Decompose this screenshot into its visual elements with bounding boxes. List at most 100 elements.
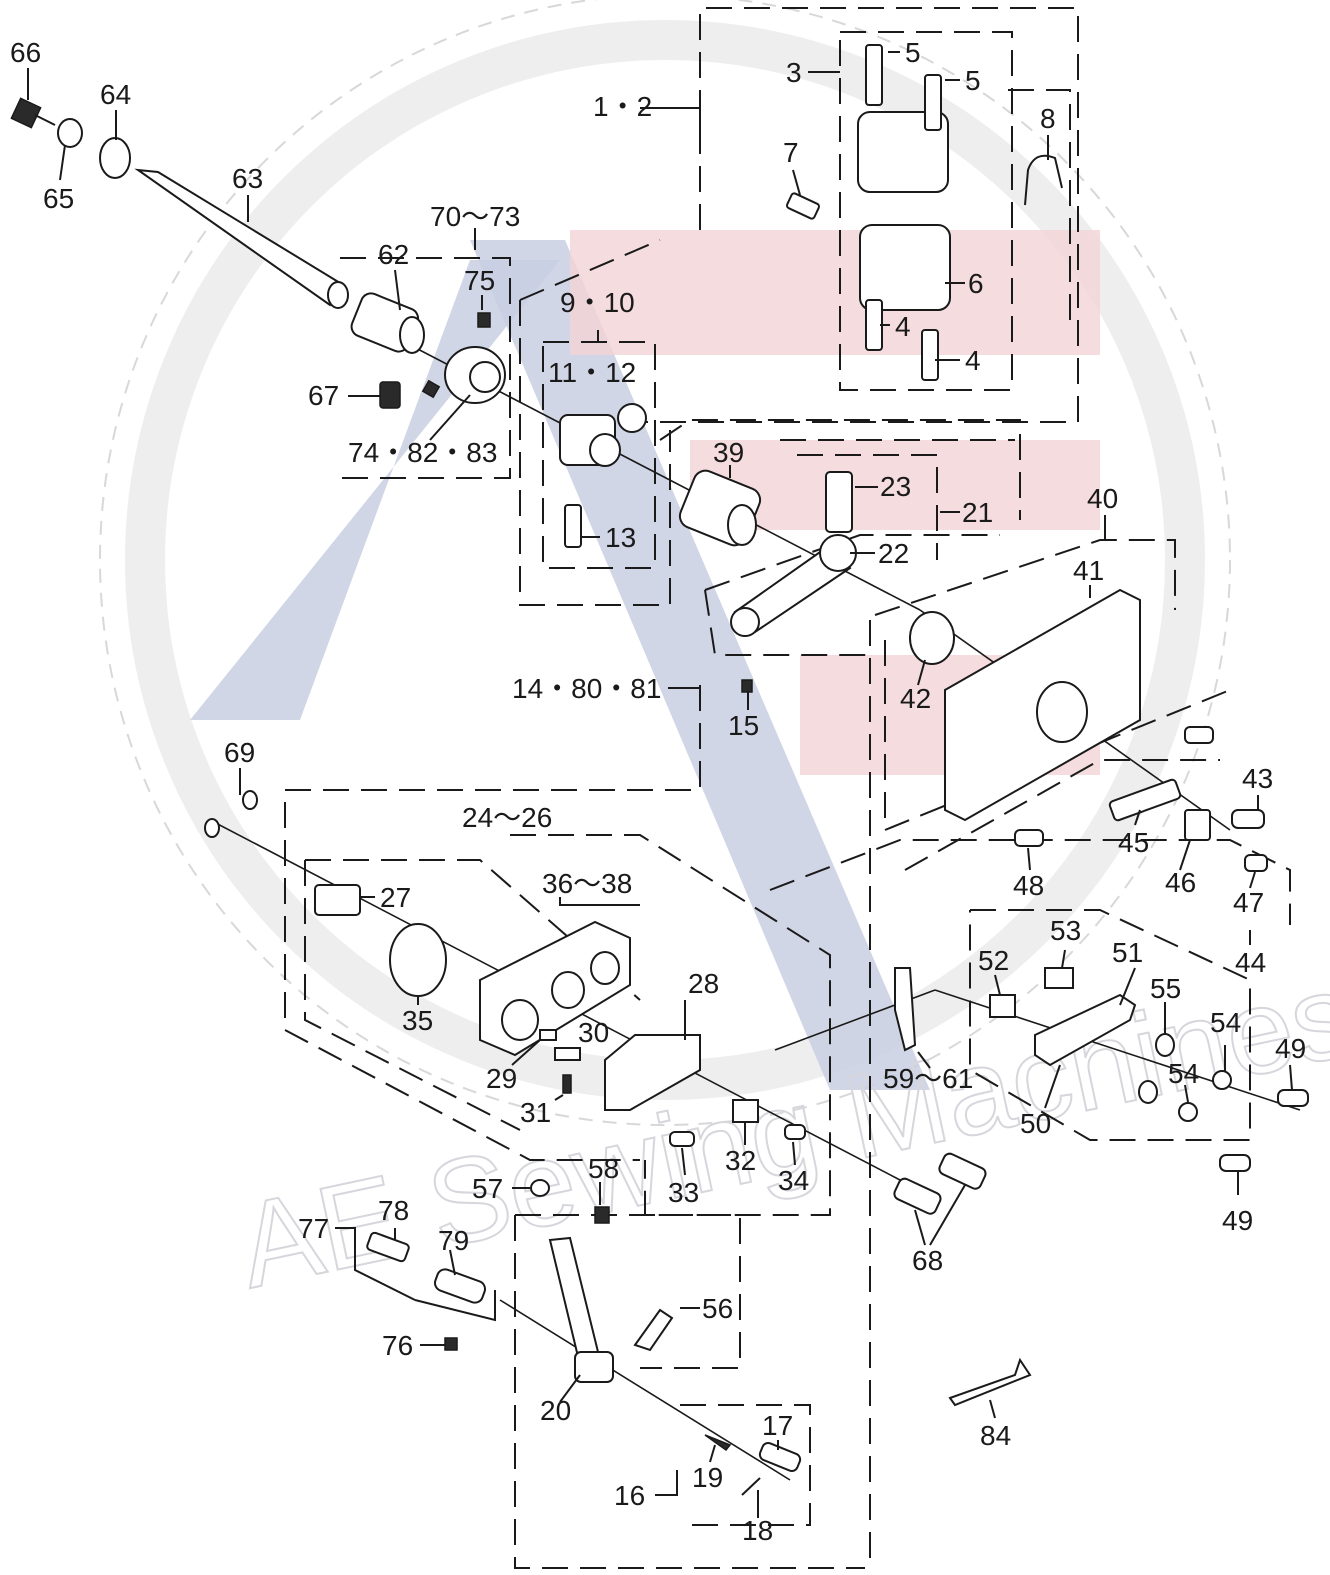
group-outlines [284, 7, 1291, 1570]
part-58-screw [594, 1206, 610, 1224]
label-67: 67 [308, 380, 339, 411]
label-5b: 5 [965, 65, 981, 96]
label-28: 28 [688, 968, 719, 999]
part-62-bushing [350, 292, 425, 354]
parts [10, 44, 1309, 1496]
part-76-screw [444, 1337, 458, 1351]
label-7: 7 [783, 137, 799, 168]
label-44: 44 [1235, 947, 1266, 978]
part-57-washer [530, 1179, 550, 1197]
part-7-screw [786, 192, 820, 220]
part-31-screw [562, 1074, 572, 1094]
part-27-block [314, 884, 361, 916]
label-66: 66 [10, 37, 41, 68]
label-34: 34 [778, 1165, 809, 1196]
part-70-collar [444, 346, 506, 404]
part-59-lever [894, 967, 917, 1052]
label-45: 45 [1118, 827, 1149, 858]
label-43: 43 [1242, 763, 1273, 794]
label-40: 40 [1087, 483, 1118, 514]
part-35-collar [389, 923, 447, 997]
label-50: 50 [1020, 1108, 1051, 1139]
label-21: 21 [962, 497, 993, 528]
label-39: 39 [713, 437, 744, 468]
label-20: 20 [540, 1395, 571, 1426]
part-53-bracket [1044, 967, 1074, 989]
label-54b: 54 [1168, 1058, 1199, 1089]
part-78-pin [366, 1231, 410, 1263]
label-23: 23 [880, 471, 911, 502]
label-30: 30 [578, 1017, 609, 1048]
label-16: 16 [614, 1480, 645, 1511]
part-29-pin [539, 1029, 557, 1041]
label-14-80-81: 14・80・81 [512, 673, 661, 704]
part-30-spring [554, 1047, 581, 1061]
part-41-plate [944, 588, 1141, 822]
part-66-bolt [10, 97, 56, 129]
label-36-38: 36〜38 [542, 868, 632, 899]
part-labels: 66 65 64 63 62 67 70〜73 75 74・82・83 9・10… [10, 37, 1306, 1546]
part-65-washer [57, 118, 83, 148]
part-54-screw [1212, 1070, 1232, 1090]
label-64: 64 [100, 79, 131, 110]
part-74-screw [421, 379, 441, 399]
part-42-washer [909, 611, 955, 665]
label-58: 58 [588, 1153, 619, 1184]
label-32: 32 [725, 1145, 756, 1176]
label-33: 33 [668, 1177, 699, 1208]
label-19: 19 [692, 1462, 723, 1493]
watermark: AE Sewing Machines [99, 0, 1330, 1315]
part-56-link [633, 1308, 674, 1352]
part-48-screw [1014, 829, 1044, 847]
label-63: 63 [232, 163, 263, 194]
part-32-clip [732, 1099, 759, 1123]
label-22: 22 [878, 538, 909, 569]
label-77: 77 [298, 1213, 329, 1244]
part-67-setscrew [379, 381, 401, 409]
label-27: 27 [380, 882, 411, 913]
label-42: 42 [900, 683, 931, 714]
label-69: 69 [224, 737, 255, 768]
label-53: 53 [1050, 915, 1081, 946]
label-59-61: 59〜61 [883, 1063, 973, 1094]
part-8-spring [1024, 154, 1063, 206]
label-4b: 4 [965, 345, 981, 376]
label-9-10: 9・10 [560, 287, 635, 318]
part-5-screw-b [924, 74, 942, 131]
label-70-73: 70〜73 [430, 201, 520, 232]
part-36-body [479, 920, 631, 1057]
label-15: 15 [728, 710, 759, 741]
label-65: 65 [43, 183, 74, 214]
part-3-clamp [857, 111, 951, 311]
part-20-lever [548, 1236, 602, 1367]
part-15-setscrew [741, 679, 753, 693]
label-24-26: 24〜26 [462, 802, 552, 833]
label-47: 47 [1233, 887, 1264, 918]
label-3: 3 [786, 57, 802, 88]
label-68: 68 [912, 1245, 943, 1276]
label-5a: 5 [905, 37, 921, 68]
part-17-pin [758, 1441, 802, 1473]
part-49-screw [1277, 1089, 1309, 1107]
label-49b: 49 [1222, 1205, 1253, 1236]
watermark-ring [99, 0, 1231, 1126]
part-21-crank-arm [730, 534, 857, 637]
part-23-bolt [825, 471, 853, 533]
part-49-screw-b [1219, 1154, 1251, 1172]
label-4a: 4 [895, 311, 911, 342]
label-75: 75 [464, 265, 495, 296]
part-79-sleeve [433, 1268, 487, 1304]
part-50-washer [1138, 1080, 1158, 1104]
label-13: 13 [605, 522, 636, 553]
part-69-pin-b [204, 818, 220, 838]
part-4-screw-b [921, 329, 939, 381]
part-11-crank [559, 403, 647, 467]
label-62: 62 [378, 239, 409, 270]
label-8: 8 [1040, 103, 1056, 134]
label-35: 35 [402, 1005, 433, 1036]
part-39-bushing [678, 469, 762, 547]
label-48: 48 [1013, 870, 1044, 901]
part-5-screw [865, 44, 883, 106]
label-74-82-83: 74・82・83 [348, 437, 497, 468]
